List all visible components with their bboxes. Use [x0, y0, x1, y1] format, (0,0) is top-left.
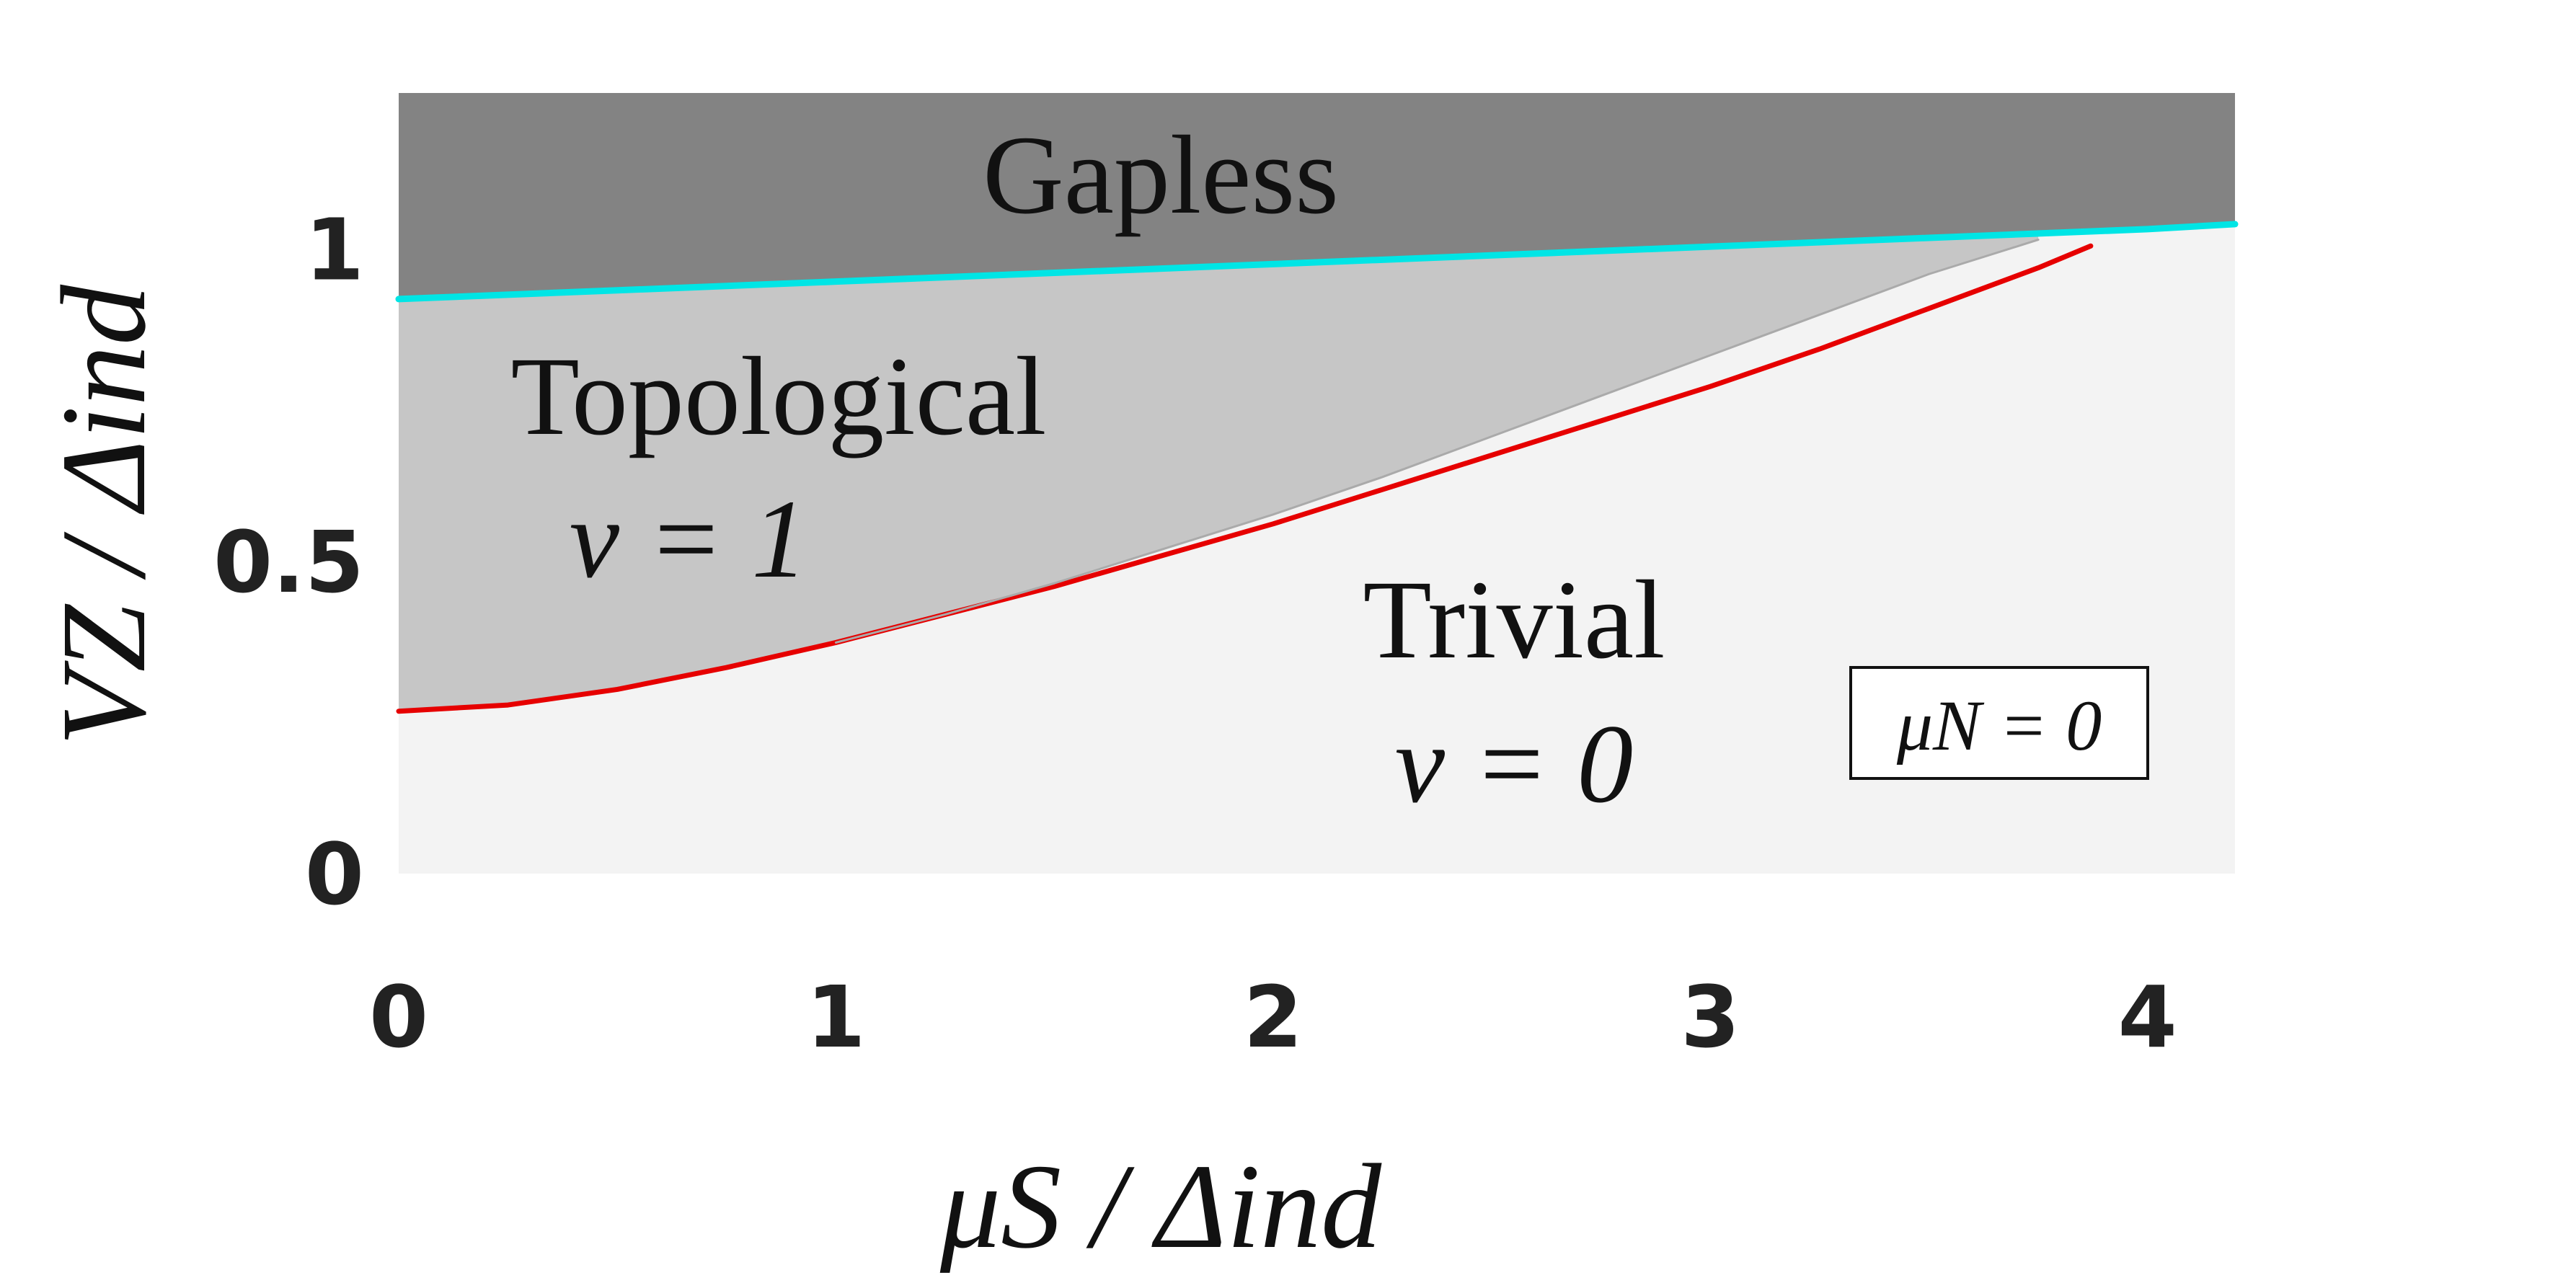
- region-sublabel-trivial: ν = 0: [1395, 701, 1634, 826]
- region-label-trivial: Trivial: [1363, 557, 1665, 682]
- region-sublabel-topological: ν = 1: [570, 476, 808, 601]
- boundary-line-gapless: [395, 221, 2239, 303]
- x-axis-label: μS / Δind: [939, 1140, 1382, 1274]
- y-tick-label: 0: [305, 825, 364, 924]
- y-tick-labels: 00.51: [213, 200, 364, 924]
- y-tick-label: 1: [305, 200, 364, 300]
- region-gapless: [399, 93, 2235, 299]
- y-tick-label: 0.5: [213, 512, 364, 612]
- annotation-text: μN = 0: [1896, 685, 2102, 765]
- x-tick-label: 2: [1244, 967, 1303, 1067]
- x-tick-label: 3: [1681, 967, 1740, 1067]
- region-label-gapless: Gapless: [983, 112, 1339, 237]
- regions-layer: [399, 93, 2235, 874]
- y-axis-label: VZ / Δind: [37, 284, 171, 746]
- x-tick-label: 1: [806, 967, 865, 1067]
- lines-layer: [395, 221, 2239, 714]
- boundary-line-topological: [396, 243, 2094, 714]
- x-tick-labels: 0 1 2 3 4: [369, 967, 2177, 1067]
- x-tick-label: 4: [2118, 967, 2177, 1067]
- x-tick-label: 0: [369, 967, 428, 1067]
- annotation-box: [1849, 666, 2149, 780]
- region-label-topological: Topological: [511, 334, 1047, 458]
- boundary-line-secondary: [834, 239, 2040, 644]
- region-topological: [399, 233, 2039, 711]
